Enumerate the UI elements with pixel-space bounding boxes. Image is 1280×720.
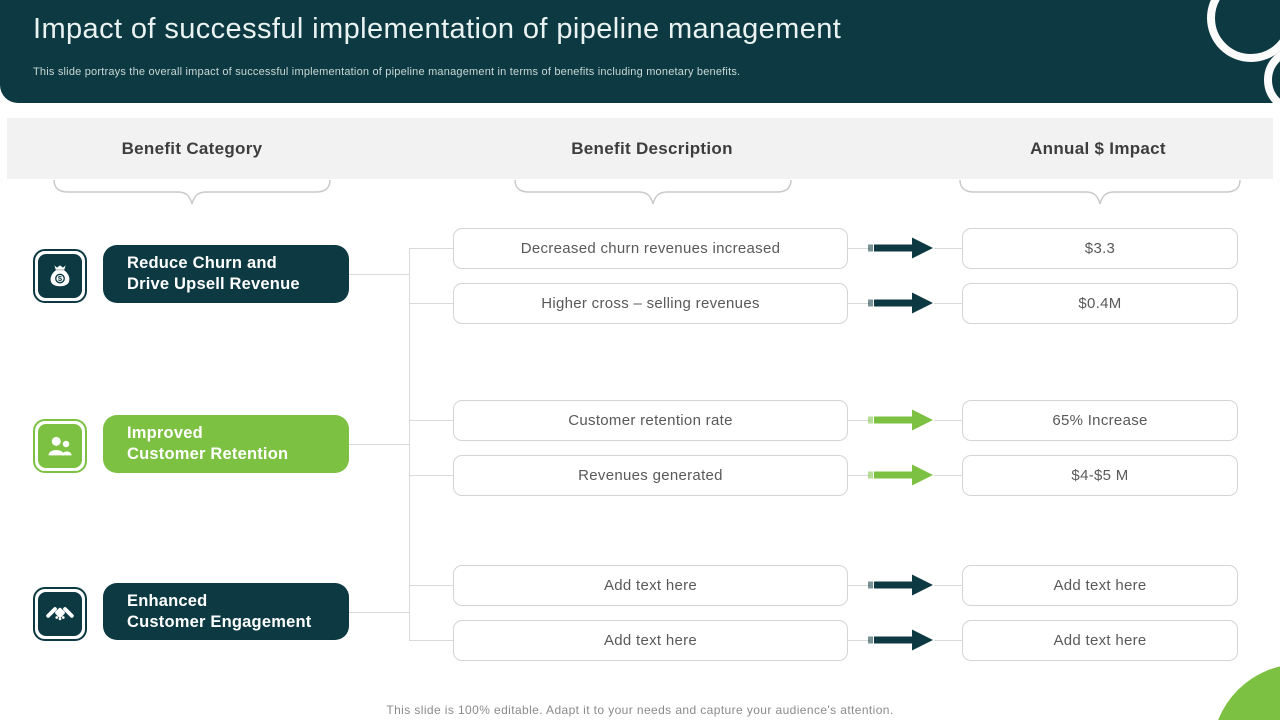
category-label-line: Reduce Churn and xyxy=(127,254,277,272)
slide-header: Impact of successful implementation of p… xyxy=(0,0,1280,103)
category-label-line: Customer Retention xyxy=(127,445,289,463)
category-label-line: Customer Engagement xyxy=(127,612,312,631)
connector-arrow-tail xyxy=(934,303,962,304)
impact-box[interactable]: 65% Increase xyxy=(962,400,1238,441)
impact-box[interactable]: $3.3 xyxy=(962,228,1238,269)
arrow-icon xyxy=(868,237,933,259)
page-subtitle: This slide portrays the overall impact o… xyxy=(33,66,741,78)
page-title: Impact of successful implementation of p… xyxy=(33,13,842,45)
money-bag-icon: $ xyxy=(38,254,82,298)
impact-box[interactable]: $4-$5 M xyxy=(962,455,1238,496)
brace-decoration xyxy=(959,179,1241,205)
impact-box[interactable]: Add text here xyxy=(962,565,1238,606)
footer-note: This slide is 100% editable. Adapt it to… xyxy=(386,703,894,717)
connector-arrow-lead xyxy=(848,475,870,476)
column-header-band xyxy=(7,118,1273,179)
connector-arrow-tail xyxy=(934,585,962,586)
description-box[interactable]: Add text here xyxy=(453,620,848,661)
people-icon xyxy=(38,424,82,468)
connector-arrow-lead xyxy=(848,420,870,421)
brace-decoration xyxy=(53,179,331,205)
arrow-icon xyxy=(868,409,933,431)
category-label-reduce-churn[interactable]: Reduce Churn and Drive Upsell Revenue xyxy=(103,245,349,303)
description-box[interactable]: Revenues generated xyxy=(453,455,848,496)
category-label-line: Improved xyxy=(127,424,203,442)
connector-branch xyxy=(409,420,454,421)
description-box[interactable]: Add text here xyxy=(453,565,848,606)
connector-arrow-tail xyxy=(934,640,962,641)
arrow-icon xyxy=(868,629,933,651)
impact-box[interactable]: Add text here xyxy=(962,620,1238,661)
impact-box[interactable]: $0.4M xyxy=(962,283,1238,324)
handshake-icon xyxy=(38,592,82,636)
category-label-enhanced-engagement[interactable]: Enhanced Customer Engagement xyxy=(103,583,349,640)
connector-category-2 xyxy=(349,444,410,445)
column-header-benefit-category: Benefit Category xyxy=(121,139,263,158)
category-icon-box: $ xyxy=(33,249,87,303)
category-icon-box xyxy=(33,587,87,641)
circle-decoration xyxy=(1207,0,1280,62)
connector-arrow-lead xyxy=(848,640,870,641)
connector-category-1 xyxy=(349,274,410,275)
arrow-icon xyxy=(868,464,933,486)
connector-branch xyxy=(409,640,454,641)
category-label-improved-retention[interactable]: Improved Customer Retention xyxy=(103,415,349,473)
connector-category-3 xyxy=(349,612,410,613)
connector-branch xyxy=(409,303,454,304)
brace-decoration xyxy=(514,179,792,205)
connector-arrow-tail xyxy=(934,475,962,476)
arrow-icon xyxy=(868,292,933,314)
arrow-icon xyxy=(868,574,933,596)
category-label-line: Enhanced xyxy=(127,591,208,610)
connector-arrow-tail xyxy=(934,420,962,421)
description-box[interactable]: Customer retention rate xyxy=(453,400,848,441)
column-header-benefit-description: Benefit Description xyxy=(571,139,733,158)
connector-arrow-lead xyxy=(848,248,870,249)
connector-branch xyxy=(409,248,454,249)
connector-branch xyxy=(409,475,454,476)
description-box[interactable]: Decreased churn revenues increased xyxy=(453,228,848,269)
connector-branch xyxy=(409,585,454,586)
column-header-annual-impact: Annual $ Impact xyxy=(1030,139,1166,158)
description-box[interactable]: Higher cross – selling revenues xyxy=(453,283,848,324)
category-label-line: Drive Upsell Revenue xyxy=(127,275,300,293)
circle-decoration xyxy=(1212,664,1280,720)
svg-text:$: $ xyxy=(58,274,63,283)
category-icon-box xyxy=(33,419,87,473)
connector-arrow-lead xyxy=(848,585,870,586)
connector-arrow-lead xyxy=(848,303,870,304)
connector-arrow-tail xyxy=(934,248,962,249)
